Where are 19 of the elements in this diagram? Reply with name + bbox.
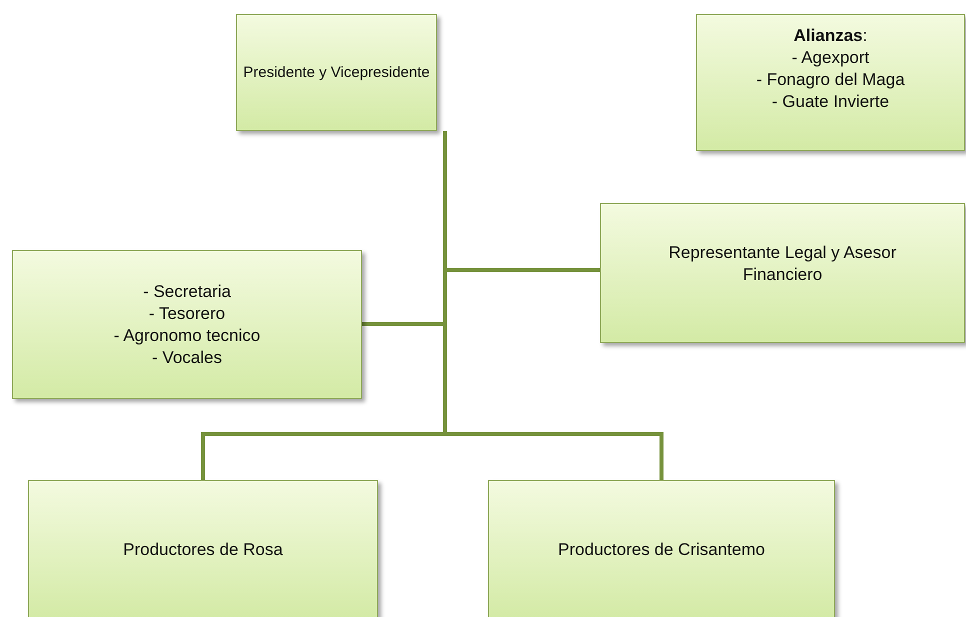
box-text: - Vocales xyxy=(152,346,222,368)
box-text: Representante Legal y Asesor Financiero xyxy=(668,242,898,286)
box-text: - Tesorero xyxy=(148,302,226,324)
box-text: Presidente y Vicepresidente xyxy=(243,62,430,82)
box-text: - Guate Invierte xyxy=(772,91,890,113)
box-heading: Alianzas: xyxy=(794,25,868,47)
box-text: Productores de Rosa xyxy=(123,539,283,561)
box-text: - Secretaria xyxy=(143,280,231,302)
org-box xyxy=(12,250,362,399)
org-box xyxy=(488,480,835,617)
org-box xyxy=(28,480,378,617)
box-text: Productores de Crisantemo xyxy=(558,539,765,561)
box-text: - Agexport xyxy=(792,47,870,69)
connector-line xyxy=(443,131,664,480)
box-text: - Fonagro del Maga xyxy=(756,69,905,91)
org-box xyxy=(696,14,965,151)
box-text: - Agronomo tecnico xyxy=(114,324,260,346)
org-box xyxy=(600,203,965,343)
org-box xyxy=(236,14,437,131)
